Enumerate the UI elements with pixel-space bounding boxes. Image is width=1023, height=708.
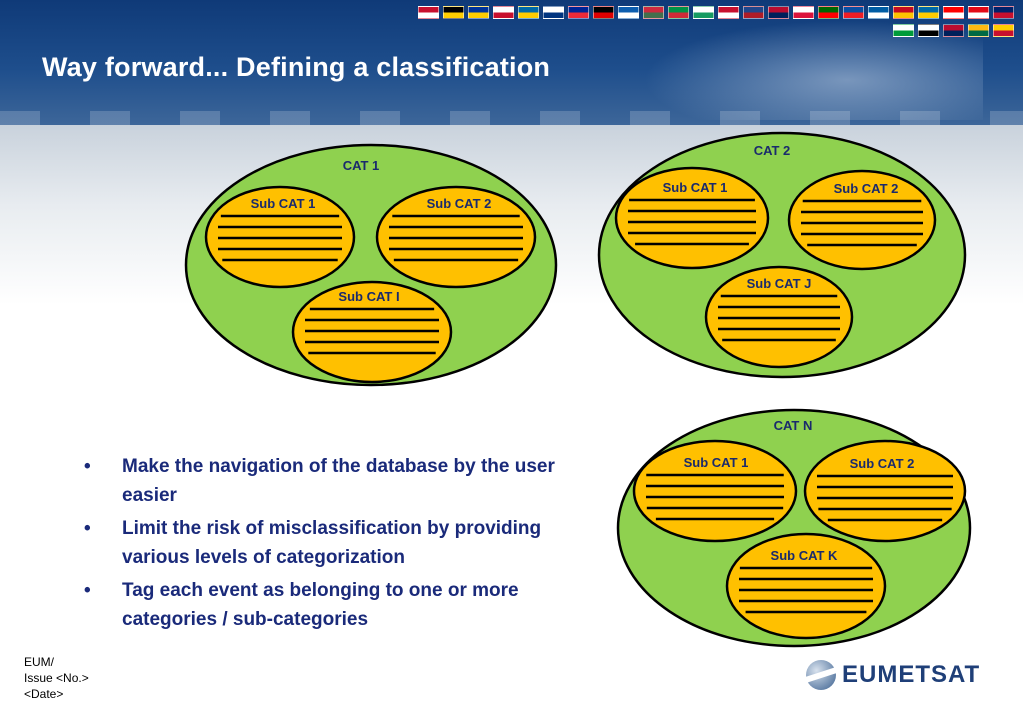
flag-icon [568,6,589,19]
flag-icon [943,24,964,37]
logo-text: EUMETSAT [842,661,981,688]
flag-icon [993,24,1014,37]
flag-icon [918,24,939,37]
slide-title: Way forward... Defining a classification [42,52,551,82]
footer-line: <Date> [24,687,64,701]
category-label: CAT N [774,418,813,433]
footer-line: Issue <No.> [24,671,89,685]
footer-info: EUM/ Issue <No.> <Date> [24,654,89,702]
globe-icon [806,660,836,690]
subcategory-label: Sub CAT I [338,289,399,304]
flag-icon [593,6,614,19]
category-label: CAT 1 [343,158,380,173]
flag-icon [743,6,764,19]
subcategory-label: Sub CAT 1 [684,455,749,470]
flag-icon [693,6,714,19]
subcategory-label: Sub CAT 2 [850,456,915,471]
bullet-text: Make the navigation of the database by t… [122,456,555,506]
flag-icon [468,6,489,19]
flag-icon [518,6,539,19]
flag-icon [918,6,939,19]
bullet-item: • Make the navigation of the database by … [82,452,572,510]
subcategory-label: Sub CAT K [771,548,839,563]
header-stripes [0,111,1023,125]
bullet-text: Tag each event as belonging to one or mo… [122,580,519,630]
bullet-item: • Tag each event as belonging to one or m… [82,576,572,634]
flag-icon [993,6,1014,19]
flag-icon [768,6,789,19]
flag-icon [818,6,839,19]
category-label: CAT 2 [754,143,791,158]
bullet-item: • Limit the risk of misclassification by … [82,514,572,572]
member-flags-strip [418,6,1018,42]
header-banner [0,0,1023,125]
subcategory-label: Sub CAT 2 [834,181,899,196]
subcategory-label: Sub CAT 1 [663,180,728,195]
flag-icon [968,6,989,19]
flag-icon [893,6,914,19]
flag-icon [418,6,439,19]
eumetsat-logo: EUMETSAT [806,658,986,694]
flag-icon [943,6,964,19]
flag-icon [493,6,514,19]
flag-icon [793,6,814,19]
bullet-dot: • [84,580,91,601]
bullet-dot: • [84,518,91,539]
flag-icon [643,6,664,19]
flag-icon [868,6,889,19]
subcategory-label: Sub CAT 1 [251,196,316,211]
flag-icon [543,6,564,19]
bullet-list: • Make the navigation of the database by … [82,452,572,638]
flag-icon [893,24,914,37]
flag-icon [443,6,464,19]
subcategory-ellipse [632,439,798,543]
subcategory-label: Sub CAT J [747,276,812,291]
flag-icon [843,6,864,19]
bullet-text: Limit the risk of misclassification by p… [122,518,542,568]
flag-icon [618,6,639,19]
footer-line: EUM/ [24,655,54,669]
flag-icon [718,6,739,19]
subcategory-label: Sub CAT 2 [427,196,492,211]
bullet-dot: • [84,456,91,477]
flag-icon [668,6,689,19]
flag-icon [968,24,989,37]
subcategory-ellipse [803,439,967,543]
